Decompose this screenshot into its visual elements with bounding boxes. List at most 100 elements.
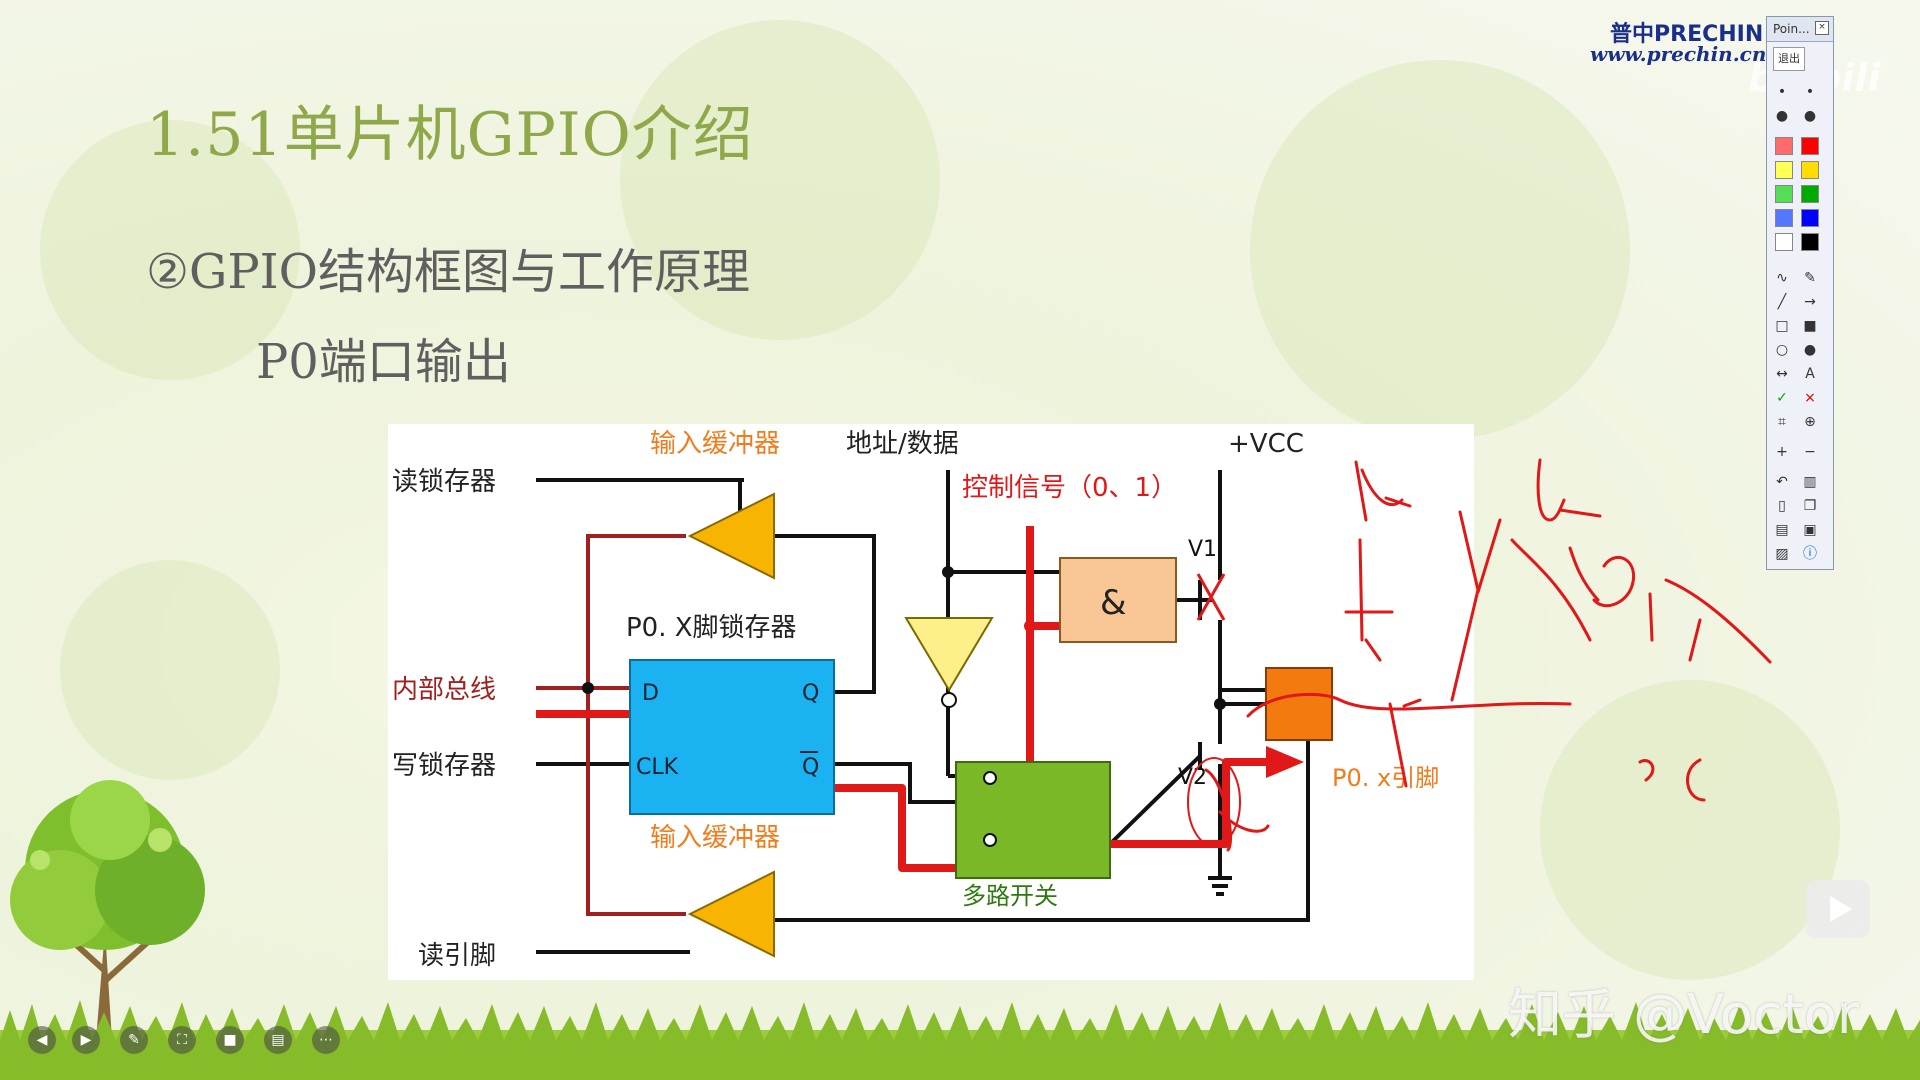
- pen-toolbar: Poin... × 退出 • • ● ● ∿ ✎ ╱ → □ ■ ○ ● ↔ A…: [1766, 16, 1834, 570]
- inverter-bubble: [941, 692, 957, 708]
- latch-title-label: P0. X脚锁存器: [626, 613, 797, 643]
- latch-d-label: D: [642, 681, 659, 706]
- junction-dot: [1214, 698, 1226, 710]
- cross-icon[interactable]: ×: [1804, 390, 1816, 406]
- line-icon[interactable]: ╱: [1777, 294, 1787, 310]
- print-icon[interactable]: ▤: [1775, 522, 1789, 538]
- double-arrow-icon[interactable]: ↔: [1776, 366, 1788, 382]
- color-swatch[interactable]: [1801, 233, 1819, 251]
- color-swatch[interactable]: [1775, 233, 1793, 251]
- ellipse-icon[interactable]: ○: [1775, 342, 1789, 358]
- circuit-svg: D Q CLK Q & V1 多路开关 V2 读锁存器 输入缓冲器 地址/数据 …: [392, 429, 1439, 971]
- latch-q-label: Q: [802, 681, 819, 706]
- delete-icon[interactable]: ▥: [1803, 474, 1817, 490]
- signal-arrow: [1266, 746, 1304, 778]
- zoom-out-icon[interactable]: −: [1804, 444, 1816, 460]
- color-swatch[interactable]: [1801, 161, 1819, 179]
- color-swatch[interactable]: [1801, 137, 1819, 155]
- info-icon[interactable]: ⓘ: [1803, 546, 1817, 562]
- color-swatch[interactable]: [1775, 185, 1793, 203]
- and-gate: [1059, 557, 1177, 643]
- pen-size-small-icon[interactable]: •: [1777, 84, 1787, 100]
- filled-ellipse-icon[interactable]: ●: [1803, 342, 1817, 358]
- mux-label: 多路开关: [962, 882, 1058, 910]
- v2-annotation-circle: [1187, 757, 1241, 847]
- camera-icon[interactable]: ■: [216, 1026, 244, 1054]
- read-pin-label: 读引脚: [418, 941, 496, 971]
- addr-data-label: 地址/数据: [846, 429, 959, 459]
- slide-title: 1.51单片机GPIO介绍: [146, 100, 754, 170]
- subtitle-icon[interactable]: ▤: [264, 1026, 292, 1054]
- fullscreen-icon[interactable]: ⛶: [168, 1026, 196, 1054]
- zoom-icon[interactable]: ⊕: [1804, 414, 1816, 430]
- zhihu-watermark: 知乎 @Voctor: [1508, 983, 1860, 1046]
- zoom-in-icon[interactable]: +: [1776, 444, 1788, 460]
- slide-subtitle: ②GPIO结构框图与工作原理: [146, 244, 750, 300]
- pen-size-xlarge-icon[interactable]: ●: [1803, 108, 1817, 124]
- p0-pin: [1265, 667, 1333, 741]
- v1-label: V1: [1188, 537, 1217, 562]
- filled-rectangle-icon[interactable]: ■: [1803, 318, 1817, 334]
- arrow-icon[interactable]: →: [1804, 294, 1816, 310]
- color-swatch[interactable]: [1801, 209, 1819, 227]
- pen-size-large-icon[interactable]: ●: [1775, 108, 1789, 124]
- junction-dot: [582, 682, 594, 694]
- undo-icon[interactable]: ↶: [1776, 474, 1788, 490]
- background-bokeh: [620, 20, 940, 340]
- dark-red-wires: [536, 534, 686, 916]
- and-gate-symbol: &: [1100, 583, 1127, 623]
- write-latch-label: 写锁存器: [392, 751, 496, 781]
- background-bokeh: [1250, 60, 1630, 440]
- internal-bus-label: 内部总线: [392, 675, 496, 705]
- rectangle-icon[interactable]: □: [1775, 318, 1789, 334]
- prechin-logo: 普中PRECHIN www.prechin.cn: [1590, 16, 1770, 72]
- image-icon[interactable]: ▨: [1775, 546, 1789, 562]
- toolbar-titlebar[interactable]: Poin... ×: [1767, 17, 1833, 42]
- pen-size-medium-icon[interactable]: •: [1805, 84, 1815, 100]
- save-icon[interactable]: ▣: [1803, 522, 1817, 538]
- background-bokeh: [40, 120, 300, 380]
- play-overlay-button[interactable]: [1806, 880, 1870, 938]
- latch-qbar-label: Q: [802, 755, 819, 780]
- new-page-icon[interactable]: ▯: [1778, 498, 1786, 514]
- color-swatch[interactable]: [1801, 185, 1819, 203]
- background-bokeh: [1540, 680, 1840, 980]
- read-latch-label: 读锁存器: [392, 467, 496, 497]
- logo-line2: www.prechin.cn: [1590, 42, 1767, 66]
- junction-dot: [942, 566, 954, 578]
- text-icon[interactable]: A: [1805, 366, 1815, 382]
- toolbar-title: Poin...: [1773, 22, 1810, 36]
- input-buffer-bottom-label: 输入缓冲器: [650, 823, 780, 853]
- v1-cross: [1196, 573, 1226, 621]
- input-buffer-top-label: 输入缓冲器: [650, 429, 780, 459]
- pin-label: P0. x引脚: [1332, 764, 1439, 792]
- black-wires: [536, 470, 1310, 954]
- vcc-label: +VCC: [1228, 429, 1304, 459]
- color-swatch[interactable]: [1775, 209, 1793, 227]
- exit-button[interactable]: 退出: [1773, 47, 1805, 71]
- close-icon[interactable]: ×: [1815, 21, 1829, 35]
- more-icon[interactable]: ⋯: [312, 1026, 340, 1054]
- slide-section: P0端口输出: [256, 334, 511, 390]
- play-icon[interactable]: ▶: [72, 1026, 100, 1054]
- color-swatch[interactable]: [1775, 137, 1793, 155]
- mux-contact: [983, 833, 997, 847]
- logo-line1: 普中PRECHIN: [1610, 22, 1764, 47]
- tree-illustration: [10, 780, 205, 1040]
- highlighter-icon[interactable]: ✎: [1804, 270, 1816, 286]
- color-swatch[interactable]: [1775, 161, 1793, 179]
- check-icon[interactable]: ✓: [1776, 390, 1788, 406]
- copy-icon[interactable]: ❐: [1803, 498, 1817, 514]
- gpio-p0-diagram: D Q CLK Q & V1 多路开关 V2 读锁存器 输入缓冲器 地址/数据 …: [388, 424, 1474, 980]
- input-buffer-bottom: [687, 870, 775, 958]
- input-buffer-top: [687, 492, 775, 580]
- background-bokeh: [60, 560, 280, 780]
- pen-icon[interactable]: ✎: [120, 1026, 148, 1054]
- mux: [955, 761, 1111, 879]
- prev-icon[interactable]: ◀: [28, 1026, 56, 1054]
- mux-contact: [983, 771, 997, 785]
- curve-pen-icon[interactable]: ∿: [1776, 270, 1788, 286]
- inverter: [904, 617, 994, 692]
- crop-icon[interactable]: ⌗: [1778, 414, 1786, 430]
